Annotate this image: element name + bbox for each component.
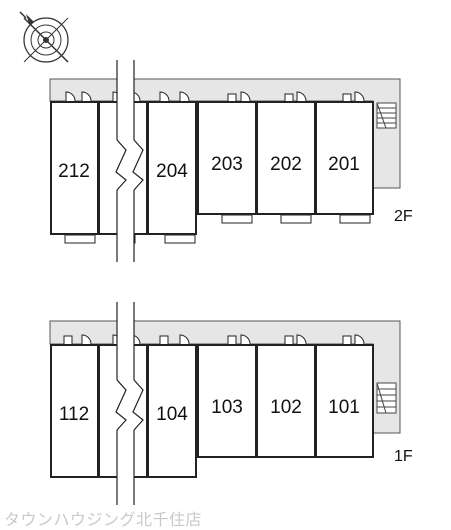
compass-rose-icon (19, 11, 69, 63)
unit-203-room (197, 101, 257, 215)
company-watermark: タウンハウジング北千住店 (4, 510, 203, 529)
door-markers-1f (63, 334, 365, 345)
unit-label-102: 102 (270, 397, 302, 418)
unit-204-room (147, 101, 197, 235)
unit-102-room (256, 344, 316, 458)
break-line-2f (115, 60, 144, 265)
floor-label-1f: 1F (394, 448, 413, 465)
unit-label-204: 204 (156, 161, 188, 182)
unit-label-201: 201 (328, 154, 360, 175)
unit-label-101: 101 (328, 397, 360, 418)
unit-101-room (315, 344, 374, 458)
floor-label-2f: 2F (394, 208, 413, 225)
unit-202-room (256, 101, 316, 215)
unit-label-112: 112 (59, 404, 89, 425)
stairs-icon (376, 382, 397, 414)
stairs-icon (376, 102, 397, 129)
break-line-1f (115, 302, 144, 507)
unit-112-room (50, 344, 99, 478)
floor-2f: 212 204 203 202 201 2F (49, 60, 413, 265)
unit-104-room (147, 344, 197, 478)
unit-label-203: 203 (211, 154, 243, 175)
unit-label-104: 104 (156, 404, 188, 425)
unit-label-202: 202 (270, 154, 302, 175)
unit-201-room (315, 101, 374, 215)
unit-label-103: 103 (211, 397, 243, 418)
unit-label-212: 212 (58, 161, 90, 182)
floor-1f: 112 104 103 102 101 1F (49, 302, 413, 507)
door-markers-2f (65, 91, 365, 102)
